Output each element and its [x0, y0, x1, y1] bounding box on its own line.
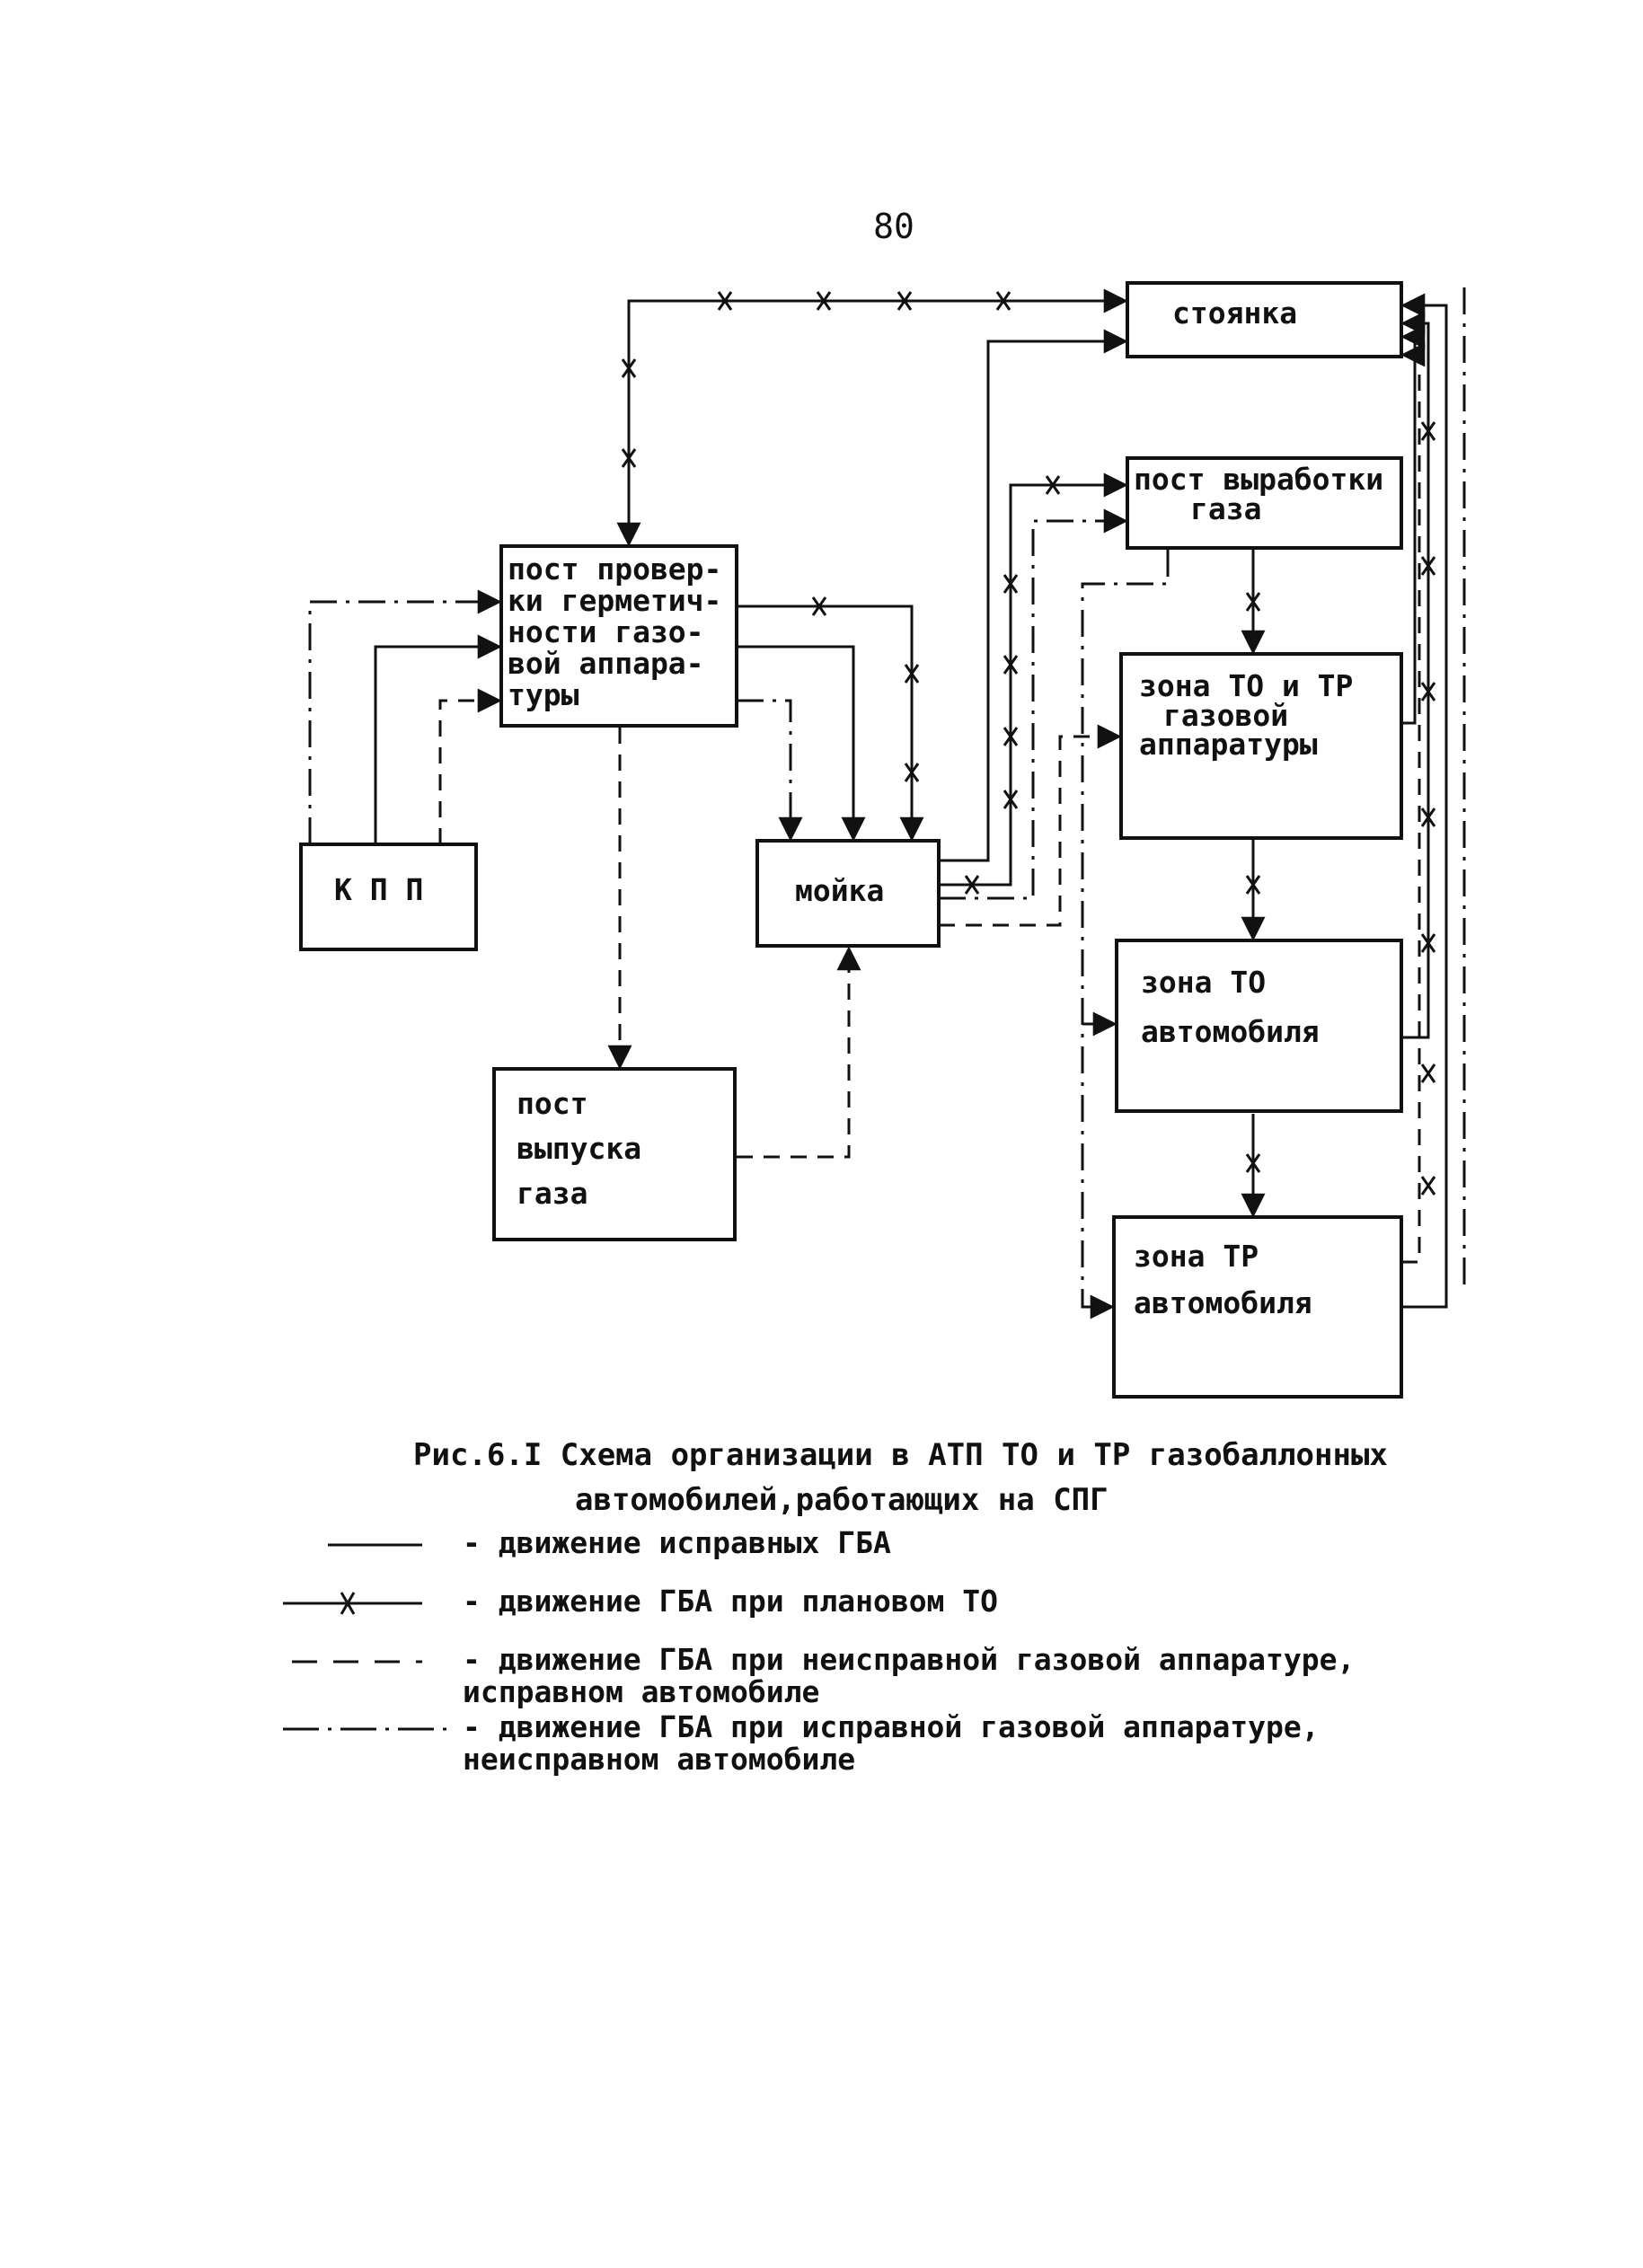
connector-solid: [374, 293, 1448, 1309]
label-zona-to-tr-gaz-1: зона ТО и ТР: [1139, 668, 1353, 703]
label-kpp: К П П: [334, 872, 423, 907]
label-zona-tr-avto-2: автомобиля: [1134, 1285, 1312, 1320]
label-moyka: мойка: [795, 873, 884, 908]
label-proverka-1: пост провер-: [508, 552, 721, 587]
label-vyrabotka-1: пост выработки: [1134, 462, 1383, 497]
caption-line-1: Рис.6.I Схема организации в АТП ТО и ТР …: [413, 1437, 1388, 1473]
legend-item-solid: - движение исправных ГБА: [283, 1527, 1541, 1599]
box-vyrabotka: [1126, 456, 1403, 550]
label-proverka-4: вой аппара-: [508, 646, 704, 681]
label-proverka-5: туры: [508, 677, 579, 712]
caption-line-2: автомобилей,работающих на СПГ: [575, 1482, 1109, 1518]
label-zona-tr-avto-1: зона ТР: [1134, 1239, 1259, 1274]
label-zona-to-tr-gaz-3: аппаратуры: [1139, 727, 1318, 762]
legend-text-dashdot: - движение ГБА при исправной газовой апп…: [463, 1709, 1320, 1777]
label-proverka-3: ности газо-: [508, 614, 704, 649]
figure-caption: Рис.6.I Схема организации в АТП ТО и ТР …: [413, 1433, 1581, 1522]
legend-item-dashdot: - движение ГБА при исправной газовой апп…: [283, 1711, 1541, 1783]
label-vypusk-2: выпуска: [517, 1131, 641, 1166]
legend-item-dashed: - движение ГБА при неисправной газовой а…: [283, 1644, 1541, 1716]
connector-dashdot: [308, 287, 1466, 1319]
label-vypusk-3: газа: [517, 1176, 587, 1211]
box-kpp: [299, 843, 478, 951]
label-proverka-2: ки герметич-: [508, 583, 721, 618]
label-zona-to-avto-2: автомобиля: [1141, 1014, 1320, 1049]
legend-sample-solid: [328, 1543, 422, 1547]
label-vypusk-1: пост: [517, 1086, 587, 1121]
label-stoyanka: стоянка: [1172, 296, 1297, 331]
legend-text-solid: - движение исправных ГБА: [463, 1525, 891, 1560]
flow-diagram: стоянка пост выработки газа пост провер-…: [299, 281, 1466, 1399]
page-number: 80: [873, 207, 914, 246]
connector-dashed: [438, 342, 1426, 1264]
label-zona-to-avto-1: зона ТО: [1141, 965, 1266, 1000]
legend-sample-cross: [283, 1592, 422, 1615]
label-zona-to-tr-gaz-2: газовой: [1163, 698, 1288, 733]
legend-item-cross: - движение ГБА при плановом ТО: [283, 1585, 1541, 1657]
legend-sample-dashdot: [283, 1727, 454, 1731]
legend-text-dashed: - движение ГБА при неисправной газовой а…: [463, 1642, 1356, 1709]
label-vyrabotka-2: газа: [1190, 491, 1261, 526]
box-labels: стоянка пост выработки газа пост провер-…: [334, 296, 1383, 1320]
legend-sample-dashed: [292, 1660, 422, 1663]
legend-text-cross: - движение ГБА при плановом ТО: [463, 1584, 999, 1619]
cross-marks: [621, 291, 1436, 1196]
